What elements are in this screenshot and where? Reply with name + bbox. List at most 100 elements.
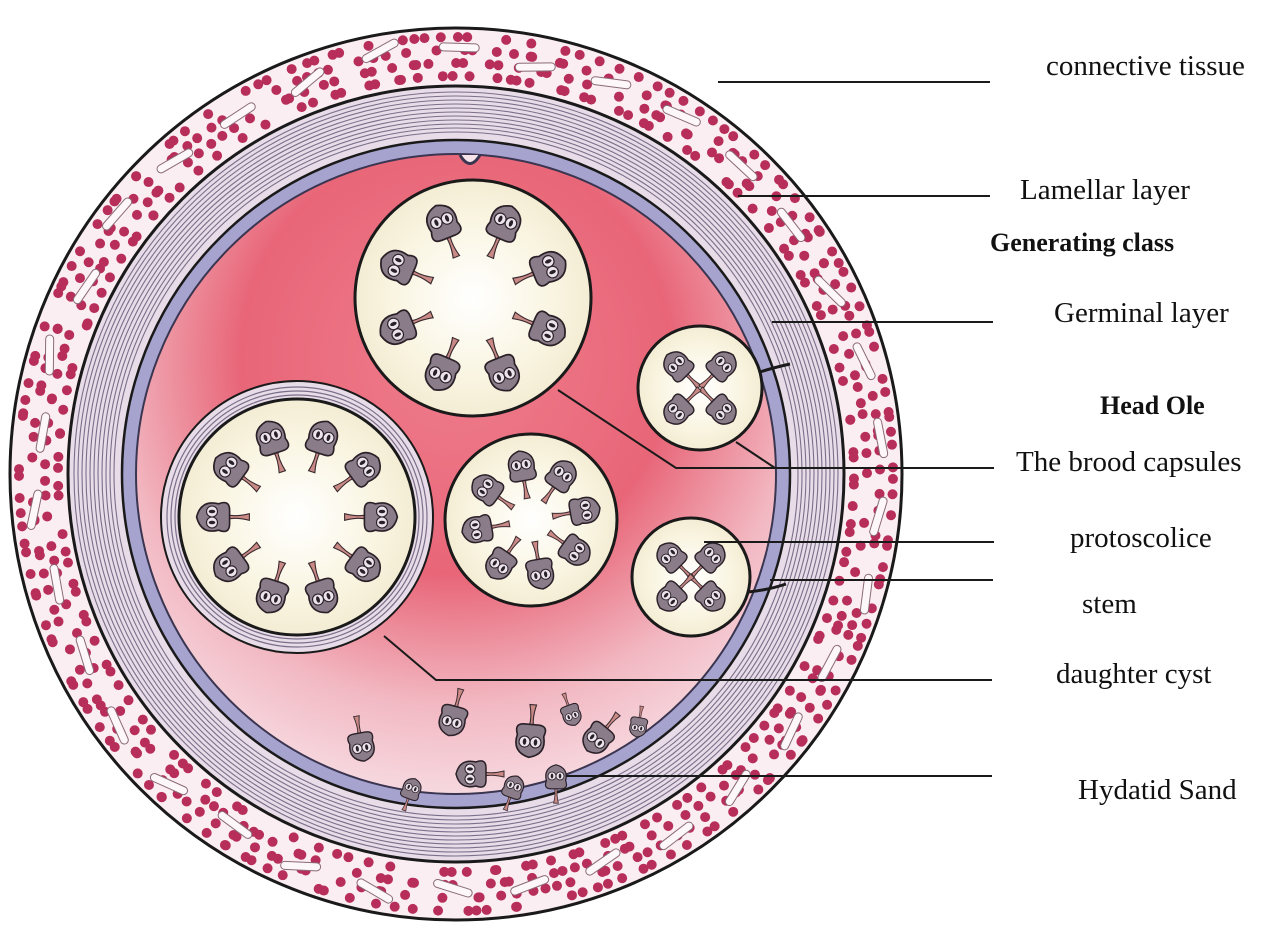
label-germinal-layer: Germinal layer bbox=[1054, 299, 1229, 328]
tissue-cell bbox=[815, 686, 825, 696]
tissue-cell bbox=[47, 393, 57, 403]
tissue-cell bbox=[371, 899, 381, 909]
tissue-cell bbox=[195, 807, 205, 817]
tissue-cell bbox=[401, 48, 411, 58]
tissue-cell bbox=[109, 196, 119, 206]
tissue-fibre bbox=[515, 63, 555, 71]
tissue-cell bbox=[719, 781, 729, 791]
tissue-cell bbox=[54, 617, 64, 627]
tissue-cell bbox=[238, 133, 248, 143]
tissue-cell bbox=[582, 66, 592, 76]
tissue-cell bbox=[568, 849, 578, 859]
tissue-cell bbox=[206, 139, 216, 149]
tissue-cell bbox=[886, 427, 896, 437]
tissue-cell bbox=[30, 418, 40, 428]
tissue-cell bbox=[860, 432, 870, 442]
tissue-cell bbox=[844, 349, 854, 359]
tissue-cell bbox=[423, 59, 433, 69]
tissue-fibre bbox=[280, 861, 320, 871]
tissue-cell bbox=[82, 678, 92, 688]
tissue-cell bbox=[27, 452, 37, 462]
tissue-cell bbox=[55, 429, 65, 439]
tissue-cell bbox=[263, 863, 273, 873]
tissue-cell bbox=[21, 547, 31, 557]
tissue-cell bbox=[131, 747, 141, 757]
tissue-cell bbox=[786, 750, 796, 760]
tissue-cell bbox=[138, 715, 148, 725]
tissue-cell bbox=[849, 452, 859, 462]
tissue-cell bbox=[329, 76, 339, 86]
tissue-cell bbox=[600, 838, 610, 848]
tissue-cell bbox=[79, 610, 89, 620]
tissue-cell bbox=[438, 71, 448, 81]
tissue-cell bbox=[132, 232, 142, 242]
tissue-cell bbox=[364, 857, 374, 867]
tissue-cell bbox=[655, 112, 665, 122]
tissue-cell bbox=[114, 680, 124, 690]
tissue-cell bbox=[582, 79, 592, 89]
tissue-cell bbox=[148, 210, 158, 220]
tissue-cell bbox=[103, 205, 113, 215]
tissue-cell bbox=[750, 770, 760, 780]
tissue-cell bbox=[835, 363, 845, 373]
tissue-cell bbox=[58, 277, 68, 287]
tissue-cell bbox=[862, 619, 872, 629]
tissue-cell bbox=[93, 219, 103, 229]
tissue-cell bbox=[741, 742, 751, 752]
tissue-cell bbox=[549, 868, 559, 878]
tissue-cell bbox=[512, 76, 522, 86]
tissue-cell bbox=[400, 890, 410, 900]
tissue-cell bbox=[95, 722, 105, 732]
tissue-cell bbox=[217, 131, 227, 141]
tissue-cell bbox=[116, 254, 126, 264]
tissue-cell bbox=[408, 904, 418, 914]
tissue-cell bbox=[437, 893, 447, 903]
tissue-cell bbox=[724, 179, 734, 189]
tissue-cell bbox=[53, 452, 63, 462]
tissue-cell bbox=[595, 56, 605, 66]
tissue-cell bbox=[31, 591, 41, 601]
tissue-cell bbox=[620, 844, 630, 854]
tissue-cell bbox=[433, 906, 443, 916]
tissue-cell bbox=[396, 75, 406, 85]
tissue-cell bbox=[875, 465, 885, 475]
tissue-cell bbox=[525, 78, 535, 88]
tissue-cell bbox=[212, 787, 222, 797]
tissue-cell bbox=[800, 278, 810, 288]
tissue-cell bbox=[614, 92, 624, 102]
tissue-cell bbox=[808, 673, 818, 683]
tissue-cell bbox=[130, 725, 140, 735]
tissue-cell bbox=[144, 177, 154, 187]
tissue-cell bbox=[250, 842, 260, 852]
tissue-cell bbox=[364, 41, 374, 51]
tissue-cell bbox=[54, 491, 64, 501]
tissue-cell bbox=[75, 246, 85, 256]
tissue-cell bbox=[798, 735, 808, 745]
tissue-cell bbox=[617, 873, 627, 883]
tissue-cell bbox=[682, 793, 692, 803]
tissue-cell bbox=[153, 186, 163, 196]
tissue-cell bbox=[828, 596, 838, 606]
tissue-cell bbox=[17, 521, 27, 531]
label-generating-class: Generating class bbox=[990, 230, 1174, 256]
tissue-cell bbox=[683, 130, 693, 140]
tissue-cell bbox=[387, 63, 397, 73]
tissue-cell bbox=[419, 33, 429, 43]
tissue-cell bbox=[482, 905, 492, 915]
tissue-cell bbox=[663, 821, 673, 831]
tissue-cell bbox=[565, 877, 575, 887]
tissue-cell bbox=[848, 501, 858, 511]
tissue-cell bbox=[102, 660, 112, 670]
tissue-cell bbox=[352, 868, 362, 878]
tissue-cell bbox=[131, 171, 141, 181]
tissue-cell bbox=[271, 85, 281, 95]
tissue-cell bbox=[888, 474, 898, 484]
tissue-cell bbox=[336, 88, 346, 98]
tissue-cell bbox=[182, 796, 192, 806]
tissue-cell bbox=[728, 807, 738, 817]
tissue-cell bbox=[759, 721, 769, 731]
tissue-cell bbox=[68, 579, 78, 589]
tissue-cell bbox=[194, 148, 204, 158]
tissue-cell bbox=[201, 779, 211, 789]
tissue-cell bbox=[99, 257, 109, 267]
